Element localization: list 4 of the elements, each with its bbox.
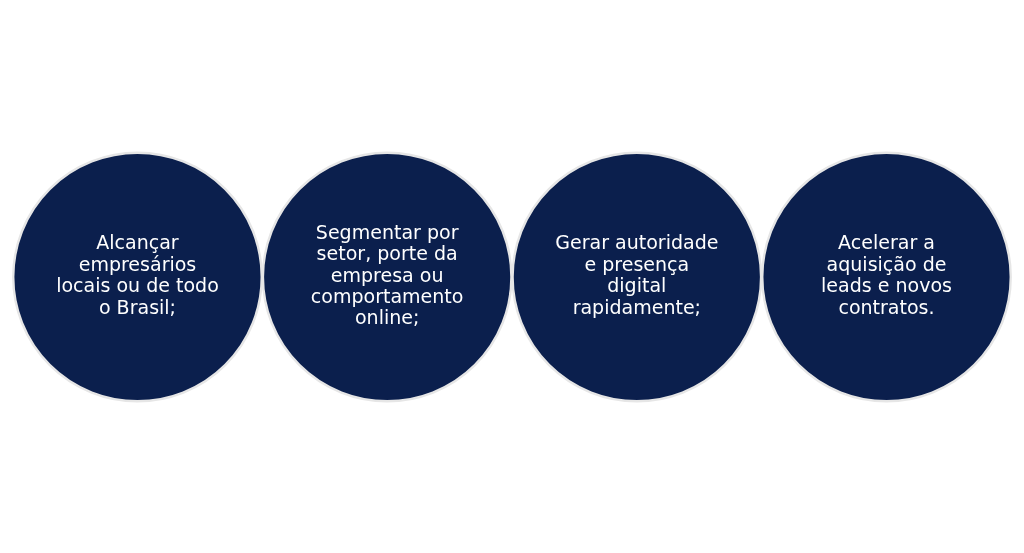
- node-circle: Segmentar por setor, porte da empresa ou comportamento online;: [261, 151, 513, 402]
- node-circle: Gerar autoridade e presença digital rapidamente;: [511, 151, 763, 402]
- node-circle: Acelerar a aquisição de leads e novos contratos.: [761, 151, 1012, 402]
- node-circle: Alcançar empresários locais ou de todo o Brasil;: [12, 151, 263, 402]
